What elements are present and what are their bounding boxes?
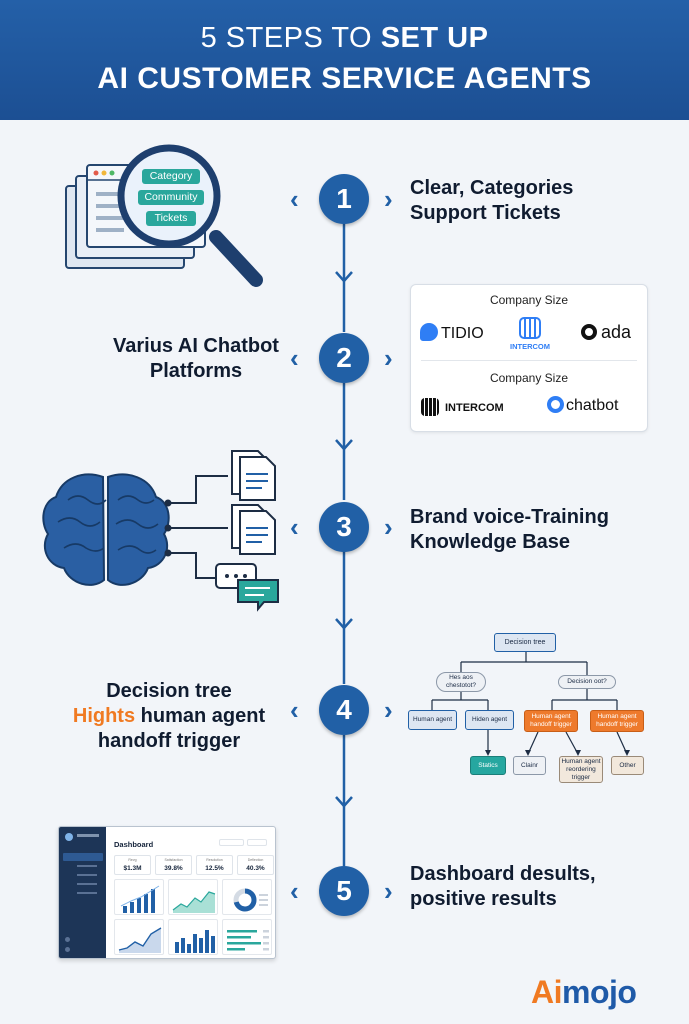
tree-root: Decision tree <box>494 633 556 652</box>
tidio-icon <box>420 323 438 341</box>
chevron-left-icon: ‹ <box>290 695 299 725</box>
company-size-heading-bottom: Company Size <box>489 371 569 385</box>
chevron-left-icon: ‹ <box>290 184 299 214</box>
tag-tickets: Tickets <box>146 211 196 226</box>
platforms-card: Company Size TIDIO INTERCOM ada Company … <box>410 284 648 432</box>
header-prefix: 5 STEPS TO <box>200 22 373 54</box>
tree-leaf-claim: Clainr <box>513 756 546 775</box>
kpi-value: 12.5% <box>205 865 224 872</box>
tree-hiden-agent: Hiden agent <box>465 710 514 730</box>
kpi-label: Satisfaction <box>164 858 183 862</box>
chatbot-label: chatbot <box>566 397 619 414</box>
tidio-logo: TIDIO <box>420 323 484 343</box>
step-1-number: 1 <box>319 174 369 224</box>
kpi-card: Satisfaction 39.8% <box>155 855 192 875</box>
chevron-right-icon: › <box>384 343 393 373</box>
intercom-label: INTERCOM <box>445 402 504 414</box>
step-1-text: Clear, Categories Support Tickets <box>410 177 574 224</box>
kpi-label: Resolution <box>206 858 223 862</box>
kpi-card: Revg $1.3M <box>114 855 151 875</box>
chevron-right-icon: › <box>384 876 393 906</box>
step-4-rest: human agent <box>140 705 266 727</box>
chatbot-icon <box>547 396 564 413</box>
intercom-logo-small: INTERCOM <box>505 317 555 351</box>
chatbot-logo: chatbot <box>547 396 618 415</box>
tree-handoff-trigger-2: Human agent handoff trigger <box>590 710 644 732</box>
ada-icon <box>581 324 597 340</box>
intercom-label-small: INTERCOM <box>510 342 550 351</box>
step-2-text: Varius AI Chatbot Platforms <box>113 335 279 382</box>
chat-bubbles-icon <box>215 563 279 612</box>
chevron-right-icon: › <box>384 512 393 542</box>
chevron-left-icon: ‹ <box>290 512 299 542</box>
aimojo-logo: Aimojo <box>531 974 637 1011</box>
chevron-left-icon: ‹ <box>290 876 299 906</box>
dashboard-logo-icon <box>65 833 73 841</box>
tidio-label: TIDIO <box>441 325 484 342</box>
kpi-value: 40.3% <box>246 865 265 872</box>
dashboard-sidebar <box>59 827 106 958</box>
line-chart-panel <box>114 919 164 955</box>
intercom-icon <box>421 398 439 416</box>
kpi-label: Deflection <box>247 858 264 862</box>
step-5-number: 5 <box>319 866 369 916</box>
column-chart-panel <box>168 919 218 955</box>
tree-leaf-reorder: Human agent reordering trigger <box>559 756 603 783</box>
tree-handoff-trigger-1: Human agent handoff trigger <box>524 710 578 732</box>
brand-part-ai: Ai <box>531 974 563 1010</box>
header-bold: SET UP <box>380 22 489 54</box>
brain-icon <box>42 473 170 586</box>
company-size-heading-top: Company Size <box>489 293 569 307</box>
kpi-card: Resolution 12.5% <box>196 855 233 875</box>
card-divider <box>421 360 637 361</box>
tag-category: Category <box>142 169 200 184</box>
tree-right-question: Decision oot? <box>558 675 616 689</box>
header-line-1: 5 STEPS TO SET UP <box>0 22 689 55</box>
chevron-right-icon: › <box>384 695 393 725</box>
tree-leaf-other: Other <box>611 756 644 775</box>
step-3-number: 3 <box>319 502 369 552</box>
step-5-text: Dashboard desults, positive results <box>410 863 596 910</box>
ada-logo: ada <box>581 322 631 343</box>
donut-chart-panel <box>222 879 272 915</box>
intercom-logo: INTERCOM <box>421 398 504 416</box>
ada-label: ada <box>601 322 632 342</box>
step-4-text: Decision tree Hights human agent handoff… <box>56 679 282 754</box>
step-3-text: Brand voice-Training Knowledge Base <box>410 506 609 553</box>
document-icon-2 <box>231 504 276 555</box>
tree-leaf-statics: Statics <box>470 756 506 775</box>
step-4-line-1: Decision tree <box>106 680 232 702</box>
header-line-2: AI CUSTOMER SERVICE AGENTS <box>97 62 592 95</box>
kpi-value: 39.8% <box>164 865 183 872</box>
area-chart-panel <box>168 879 218 915</box>
page-header: 5 STEPS TO SET UP AI CUSTOMER SERVICE AG… <box>0 0 689 120</box>
dashboard-mockup: Dashboard Revg $1.3M Satisfaction 39.8% Re… <box>58 826 276 959</box>
step-2-number: 2 <box>319 333 369 383</box>
kpi-label: Revg <box>128 858 137 862</box>
dashboard-title: Dashboard <box>114 840 154 849</box>
step-4-line-3: handoff trigger <box>97 730 241 752</box>
progress-list-panel <box>222 919 272 955</box>
tag-community: Community <box>138 190 204 205</box>
tree-left-question: Hes aos chestotot? <box>436 672 486 692</box>
document-icon-1 <box>231 450 276 501</box>
step-4-highlight: Hights <box>72 705 136 727</box>
intercom-icon <box>519 317 541 339</box>
brand-part-mojo: mojo <box>562 974 637 1010</box>
bar-chart-panel <box>114 879 164 915</box>
step-4-number: 4 <box>319 685 369 735</box>
chevron-right-icon: › <box>384 184 393 214</box>
kpi-card: Deflection 40.3% <box>237 855 274 875</box>
tree-human-agent: Human agent <box>408 710 457 730</box>
chevron-left-icon: ‹ <box>290 343 299 373</box>
kpi-value: $1.3M <box>123 865 142 872</box>
